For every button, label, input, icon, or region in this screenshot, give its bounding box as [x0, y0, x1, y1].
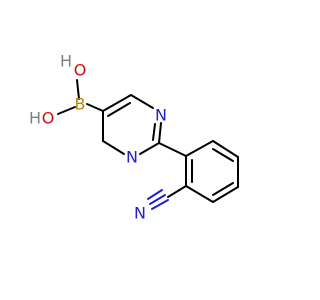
atom-nitrogen-ring-top: N — [155, 106, 167, 125]
atom-oxygen-bottom: O — [42, 109, 55, 128]
atom-hydrogen-bottom: H — [29, 109, 41, 128]
bond-b-o-bottom — [57, 106, 76, 115]
bond-nitrile-triple-2 — [151, 199, 169, 210]
atom-hydrogen-top: H — [60, 52, 72, 71]
bond-n3-c2-inner — [152, 123, 156, 141]
bond-ph2-ph3-inner — [212, 148, 234, 162]
bond-c2-phenyl — [158, 142, 187, 157]
molecule-structure-diagram: B O H O H N N N — [29, 52, 239, 223]
bond-ph4-ph5 — [212, 186, 239, 203]
bond-c4-c5-inner — [107, 102, 131, 117]
bond-n3-c2 — [158, 122, 162, 144]
bond-b-o-top — [76, 79, 80, 100]
bond-ph2-ph3 — [212, 140, 239, 158]
bond-b-c5 — [86, 103, 104, 112]
bond-ph4-ph5-inner — [212, 182, 234, 196]
atom-boron: B — [75, 95, 86, 114]
bond-ph1-ph2 — [185, 140, 214, 157]
atom-oxygen-top: O — [74, 61, 87, 80]
bond-c5-c4 — [102, 94, 132, 112]
bond-c2-n1 — [139, 142, 160, 155]
bond-c4-n3 — [130, 94, 154, 109]
bond-nitrile-triple-1 — [149, 194, 166, 205]
atom-nitrogen-nitrile: N — [134, 204, 146, 223]
bond-n1-c6 — [102, 140, 125, 155]
bond-nitrile-triple-3 — [147, 189, 163, 200]
bond-ph6-cn — [167, 185, 187, 198]
atom-nitrogen-ring-bottom: N — [126, 148, 138, 167]
bond-ph5-ph6 — [185, 185, 214, 203]
